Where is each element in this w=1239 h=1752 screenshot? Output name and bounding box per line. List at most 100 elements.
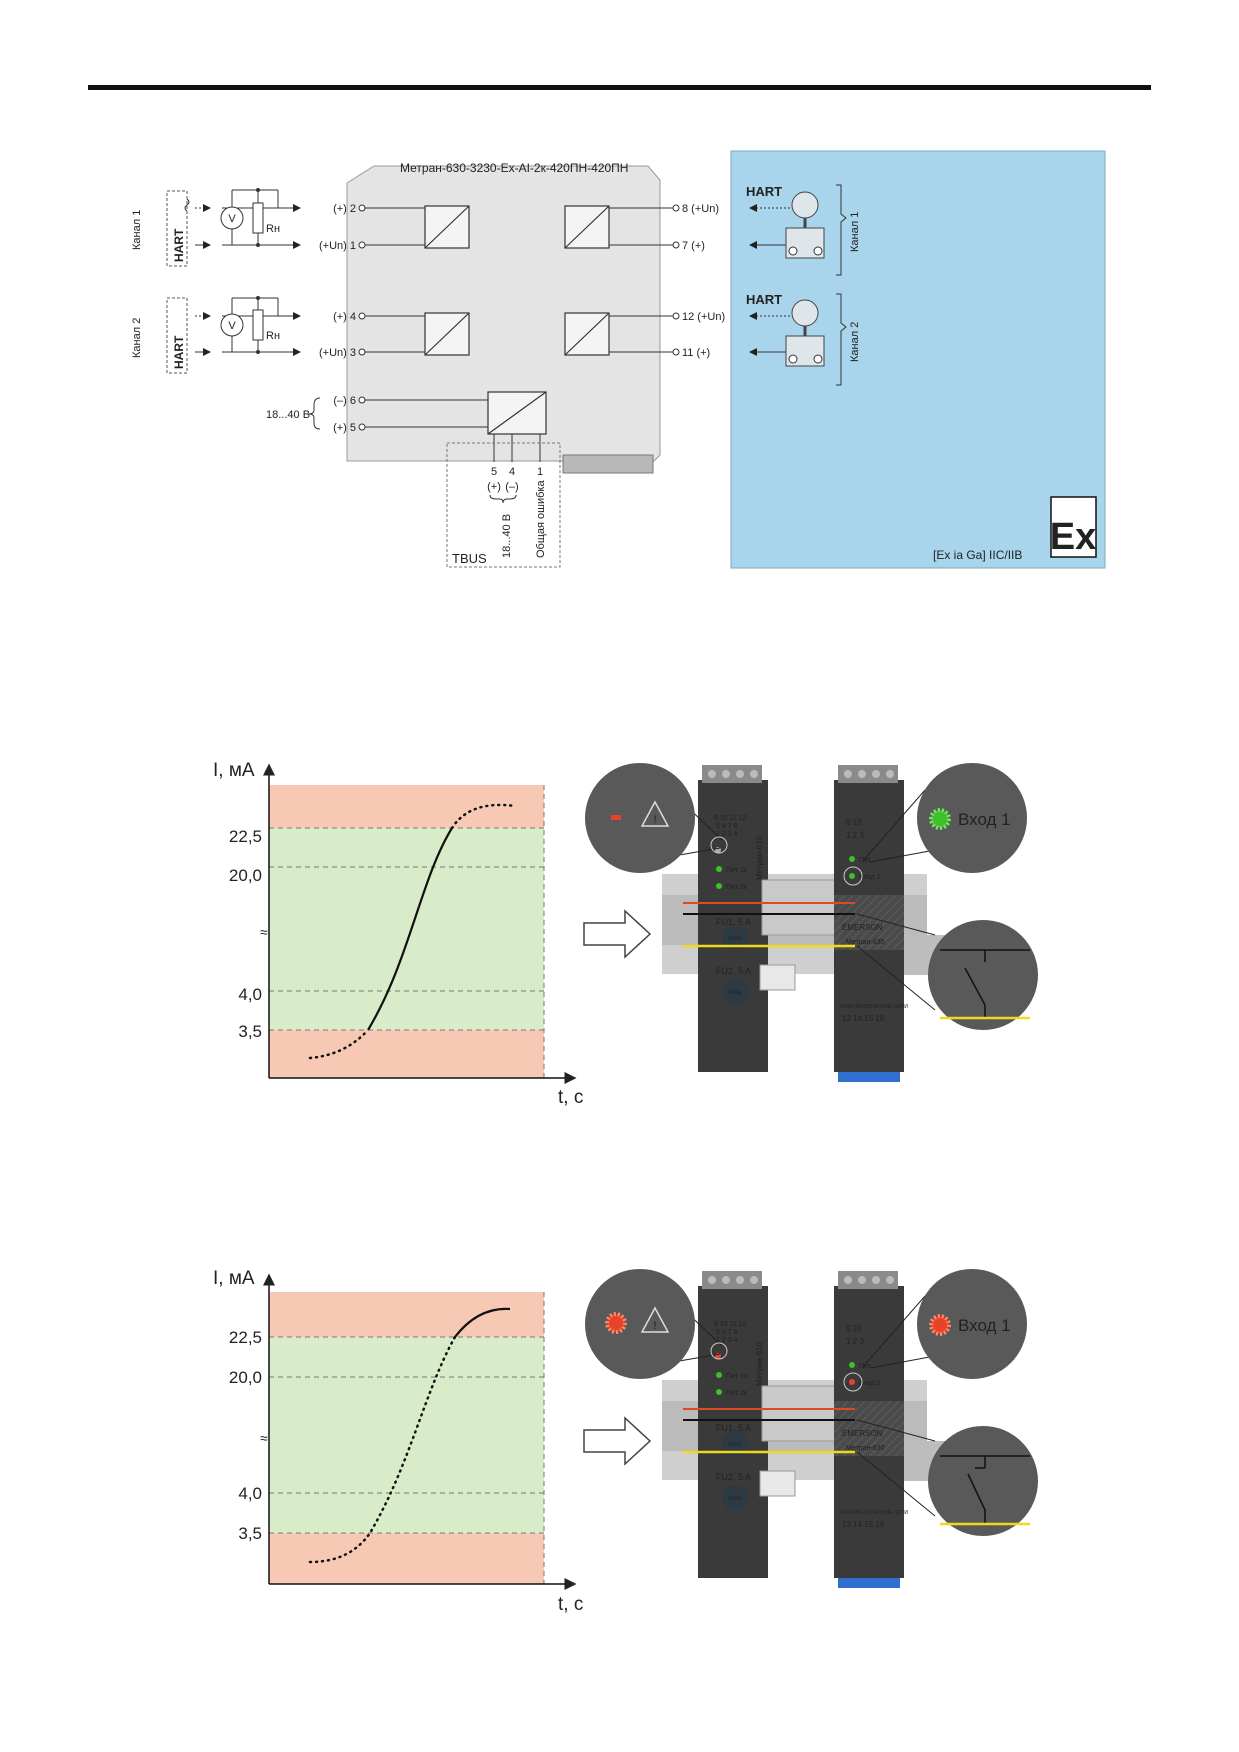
- terminal-circles: [358, 204, 680, 431]
- led-label: Пит 1к: [726, 1373, 748, 1380]
- relay-contact-icon: [967, 1473, 986, 1511]
- terminal-labels: (+) 2 (+Un) 1 (+) 4 (+Un) 3 8 (+Un) 7 (+…: [266, 203, 725, 434]
- led-icon: [849, 1362, 855, 1368]
- arrow-right-icon: [583, 1416, 652, 1466]
- warning-icon: [640, 1306, 670, 1333]
- channel2-circuit: Канал 2 HART V Rн: [131, 296, 301, 374]
- led-icon: [849, 873, 855, 879]
- led-icon: [716, 883, 722, 889]
- transmitter-icon: [791, 299, 819, 327]
- ex-logo: [1050, 496, 1097, 558]
- caption-text: ИСКРОБЕЗОПАСНЫЕ ЦЕПИ: [840, 1510, 908, 1516]
- tick-label: 22,5: [229, 827, 262, 846]
- led-label: Пит: [859, 1363, 872, 1370]
- chart-1: ≈ I, мА t, с 22,5 20,0 4,0 3,5: [213, 760, 652, 1108]
- chart-2: ≈ I, мА t, с 22,5 20,0 4,0 3,5: [213, 1268, 652, 1615]
- hart-wave-icon: [184, 198, 190, 212]
- resistor-icon: [252, 202, 264, 234]
- arrow-right-icon: [583, 909, 652, 959]
- led-label: Пит: [859, 857, 872, 864]
- isolator-blocks: [424, 205, 610, 435]
- tick-label: 4,0: [238, 985, 262, 1004]
- led-icon: [849, 856, 855, 862]
- terminal-numbers: 1 2 3: [846, 1337, 864, 1346]
- tick-label: 22,5: [229, 1328, 262, 1347]
- break-icon: ≈: [260, 1430, 268, 1446]
- led-icon: [849, 1379, 855, 1385]
- device-group-2: 9 10 11 12 5 6 7 8 1 2 3 4 Пит 1к Пит 2к…: [585, 1269, 1038, 1588]
- fuse-label: FU1, 5 A: [716, 917, 751, 927]
- tbus-number: 4: [509, 466, 515, 478]
- tbus-number: 5: [491, 466, 497, 478]
- tbus-box: [446, 442, 561, 568]
- resistor-label: Rн: [266, 330, 280, 342]
- tick-label: 3,5: [238, 1022, 262, 1041]
- fuse-text: FUSE: [728, 990, 742, 996]
- chart-ylabel: I, мА: [213, 1268, 255, 1289]
- module-title: Метран-630-3230-Ex-AI-2к-420ПН-420ПН: [400, 161, 628, 175]
- led-icon: [716, 1372, 722, 1378]
- terminal-numbers: 9 10: [846, 1324, 862, 1333]
- terminal-label: (+Un) 1: [319, 240, 356, 252]
- hart-label: HART: [172, 228, 186, 262]
- terminal-label: (–) 6: [333, 395, 356, 407]
- curve-solid: [367, 827, 453, 1031]
- terminal-numbers: 9 10: [846, 818, 862, 827]
- zone-bottom: [269, 1030, 544, 1078]
- voltmeter-symbol: V: [228, 213, 236, 225]
- led-label: Вход 1: [859, 1380, 881, 1387]
- led-green-icon: [929, 808, 951, 830]
- supply-brace: [308, 397, 321, 430]
- warning-icon: [640, 800, 670, 827]
- module-name: Метран-610: [755, 836, 764, 880]
- led-label: Вход 1: [859, 874, 881, 881]
- led-off-icon: [611, 815, 621, 820]
- tbus-polarity: (–): [505, 481, 518, 493]
- relay-contact-icon: [964, 967, 986, 1006]
- brand-text: EMERSON: [842, 1429, 883, 1438]
- curve-dotted: [308, 1335, 457, 1564]
- ex-transmitter-1: HART Канал 1: [746, 184, 861, 276]
- brand-sub: Метран-630: [846, 939, 885, 946]
- curve-dotted-high: [450, 803, 517, 830]
- curve-solid: [454, 1307, 511, 1338]
- zone-top: [269, 785, 544, 828]
- fuse-label: FU1, 5 A: [716, 1423, 751, 1433]
- fuse-text: FUSE: [728, 1496, 742, 1502]
- chart-xlabel: t, с: [558, 1594, 583, 1615]
- tbus-polarity: (+): [487, 481, 501, 493]
- tick-label: 20,0: [229, 866, 262, 885]
- caption-text: ИСКРОБЕЗОПАСНЫЕ ЦЕПИ: [840, 1004, 908, 1010]
- zone-mid: [269, 1337, 544, 1533]
- terminal-label: (+) 4: [333, 311, 356, 323]
- zone-mid: [269, 828, 544, 1030]
- terminal-numbers: 9 10 11 12: [714, 1321, 747, 1328]
- hart-label: HART: [172, 335, 186, 369]
- terminal-numbers: 1 2 3 4: [716, 1337, 738, 1344]
- tick-label: 3,5: [238, 1524, 262, 1543]
- device-group-1: 9 10 11 12 5 6 7 8 1 2 3 4 Пит 1к Пит 2к…: [585, 763, 1038, 1082]
- resistor-icon: [252, 309, 264, 341]
- chart-ylabel: I, мА: [213, 760, 255, 781]
- ex-logo-text: Ex: [1050, 516, 1096, 558]
- channel1-label: Канал 1: [131, 210, 143, 250]
- top-rule: [88, 85, 1151, 90]
- channel2-label: Канал 2: [131, 318, 143, 358]
- supply-voltage: 18...40 В: [266, 409, 310, 421]
- terminal-label: 12 (+Un): [682, 311, 725, 323]
- tbus-number: 1: [537, 466, 543, 478]
- brand-text: EMERSON: [842, 923, 883, 932]
- callout-circle: [585, 1269, 695, 1379]
- brand-sub: Метран-630: [846, 1445, 885, 1452]
- terminal-numbers: 1 2 3: [846, 831, 864, 840]
- terminal-label: (+) 2: [333, 203, 356, 215]
- fuse-icon: [722, 979, 748, 1005]
- hart-label: HART: [746, 292, 782, 307]
- hart-box: [166, 297, 188, 374]
- led-label: Пит 2к: [726, 1390, 748, 1397]
- fuse-icon: [722, 925, 748, 951]
- tbus-fault: Общая ошибка: [535, 480, 547, 558]
- curve-dotted-low: [308, 1028, 370, 1060]
- svg-text:!: !: [653, 814, 656, 826]
